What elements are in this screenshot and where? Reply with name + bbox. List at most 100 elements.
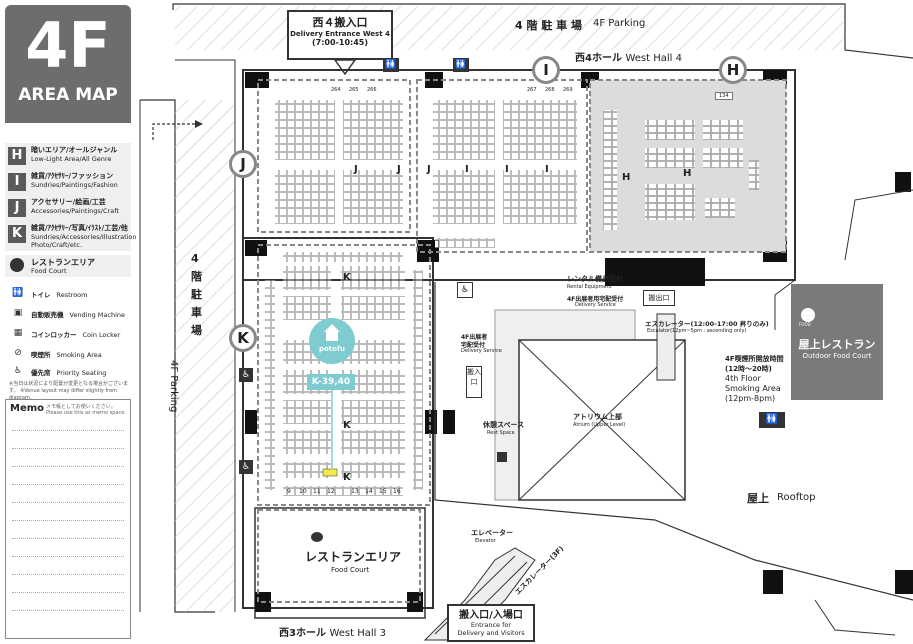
- area-map-title: AREA MAP: [18, 85, 118, 105]
- bottom-booth-11: 11: [313, 488, 321, 495]
- bottom-booth-12: 12: [327, 488, 335, 495]
- vending-icon-map: [497, 452, 507, 462]
- escalator-en: Escalator(12pm~5pm : ascending only): [647, 328, 747, 334]
- rooftop-jp: 屋上: [747, 492, 769, 505]
- entrance-label: 搬入口: [466, 366, 482, 398]
- fac-0-jp: トイレ: [31, 291, 51, 299]
- legend-area-h: H 暗いエリア/オールジャンル Low-Light Area/All Genre: [5, 145, 131, 169]
- rental-en: Rental Equipment: [567, 284, 612, 290]
- area-legend: H 暗いエリア/オールジャンル Low-Light Area/All Genre…: [5, 143, 137, 253]
- map-graphics: [139, 3, 913, 641]
- floor-number: 4F: [25, 9, 111, 82]
- parking-left-jp: 4 階 駐 車 場: [191, 252, 202, 337]
- locker-icon: ▦: [13, 328, 23, 338]
- fac-1-jp: 自動販売機: [31, 311, 64, 319]
- i-booth-block-2: [503, 100, 577, 160]
- wheelchair-icon-2: ♿: [239, 460, 253, 474]
- hall-w3-label: 西3ホール West Hall 3: [279, 628, 386, 639]
- zone-badge-h: H: [719, 56, 747, 84]
- k-label-1: K: [343, 272, 351, 283]
- fac-3-en: Smoking Area: [56, 351, 102, 359]
- fac-0-en: Restroom: [56, 291, 88, 299]
- smoking-en1: 4th Floor: [725, 374, 761, 383]
- outdoor-food-badge: FOOD: [799, 322, 811, 327]
- smoking-en3: (12pm-8pm): [725, 394, 776, 403]
- area-k-en: Sundries/Accessories/Illustration: [31, 233, 137, 241]
- escalator-jp: エスカレーター(12:00-17:00 昇りのみ): [645, 320, 769, 328]
- restroom-icon: 🚻: [759, 412, 785, 428]
- area-i-jp: 雑貨/ｱｸｾｻﾘｰ/ファッション: [31, 172, 114, 180]
- fac-3-jp: 喫煙所: [31, 351, 51, 359]
- area-k-jp: 雑貨/ｱｸｾｻﾘｰ/写真/ｲﾗｽﾄ/工芸/他: [31, 224, 128, 232]
- top-booth-268: 268: [545, 87, 555, 93]
- k-label-2: K: [343, 420, 351, 431]
- fac-1-en: Vending Machine: [69, 311, 126, 319]
- main-entrance: 搬入口/入場口 Entrance for Delivery and Visito…: [447, 604, 535, 642]
- outdoor-food-icon: [801, 308, 815, 322]
- atrium-jp: アトリウム上部: [573, 413, 622, 421]
- potofu-pin[interactable]: potofu: [309, 318, 355, 364]
- j-label-1: J: [354, 164, 358, 175]
- i-booth-block-3: [433, 170, 495, 224]
- parking-top-en: 4F Parking: [593, 18, 646, 29]
- delivery-entrance-west4: 西４搬入口 Delivery Entrance West 4 (7:00-10:…: [287, 10, 393, 60]
- i-booth-row-bottom: [435, 238, 495, 248]
- food-court-icon: [311, 532, 323, 542]
- bottom-booth-15: 15: [379, 488, 387, 495]
- top-booth-266: 266: [367, 87, 377, 93]
- legend-area-k: K 雑貨/ｱｸｾｻﾘｰ/写真/ｲﾗｽﾄ/工芸/他 Sundries/Access…: [5, 223, 137, 253]
- parking-top-area: [175, 6, 843, 50]
- outdoor-food-court: FOOD 屋上レストラン Outdoor Food Court: [791, 284, 883, 400]
- delivery-left-jp2: 宅配受付: [461, 342, 486, 349]
- area-h-jp: 暗いエリア/オールジャンル: [31, 146, 118, 154]
- floor-map: 4 階 駐 車 場 4F Parking 4 階 駐 車 場 4F Parkin…: [135, 0, 913, 644]
- memo-note: メモ帳としてお使いください。 Please use this as memo s…: [46, 404, 126, 416]
- area-i-en: Sundries/Paintings/Fashion: [31, 181, 118, 189]
- bottom-booth-13: 13: [351, 488, 359, 495]
- elevator-en: Elevator: [475, 538, 496, 544]
- bottom-booth-16: 16: [393, 488, 401, 495]
- i-booth-block-1: [433, 100, 495, 160]
- h-label-1: H: [622, 172, 631, 183]
- parking-left-en: 4F Parking: [168, 360, 179, 413]
- pin-booth-label: K-39,40: [307, 374, 355, 390]
- smoking-en2: Smoking Area: [725, 384, 781, 393]
- top-booth-269: 269: [563, 87, 573, 93]
- hall-w4-label: 西4ホール West Hall 4: [575, 53, 682, 64]
- top-booth-267: 267: [527, 87, 537, 93]
- zone-badge-i: I: [532, 56, 560, 84]
- h-top-booth: 134: [715, 92, 733, 100]
- toilet-icon: 🚻: [12, 288, 24, 298]
- j-label-3: J: [427, 164, 431, 175]
- area-k-en2: Photo/Craft/etc.: [31, 241, 83, 249]
- smoking-jp2: (12時〜20時): [725, 365, 772, 373]
- k-label-3: K: [343, 472, 351, 483]
- priority-seat-icon: ♿: [13, 366, 23, 376]
- area-j-en: Accessories/Paintings/Craft: [31, 207, 119, 215]
- i-booth-block-4: [503, 170, 577, 224]
- top-booth-265: 265: [349, 87, 359, 93]
- memo-box[interactable]: Memo メモ帳としてお使いください。 Please use this as m…: [5, 399, 131, 639]
- restroom-icon-top-1: 🚻: [383, 58, 399, 72]
- area-key-k: K: [8, 225, 26, 243]
- j-label-2: J: [397, 164, 401, 175]
- j-booth-block-3: [275, 170, 335, 224]
- delivery-top-jp: 4F出展者用宅配受付: [567, 296, 624, 303]
- legend-note: ※当日は状況により配置が変更となる場合がございます。 ※Venue layout…: [9, 381, 128, 401]
- food-court-jp: レストランエリア: [305, 550, 402, 564]
- fac-2-en: Coin Locker: [82, 331, 121, 339]
- memo-title: Memo: [10, 403, 45, 414]
- bottom-booth-9: 9: [287, 488, 291, 495]
- smoking-icon: ⊘: [14, 348, 22, 358]
- food-icon: [10, 258, 24, 272]
- j-booth-block-4: [343, 170, 403, 224]
- top-booth-264: 264: [331, 87, 341, 93]
- food-court-en: Food Court: [331, 566, 370, 574]
- wheelchair-icon-1: ♿: [239, 368, 253, 382]
- bottom-booth-14: 14: [365, 488, 373, 495]
- i-label-3: I: [545, 164, 549, 175]
- highlight-booth-k39-40: [322, 468, 338, 477]
- smoking-jp1: 4F喫煙所開放時間: [725, 355, 784, 363]
- legend-food: レストランエリア Food Court: [5, 255, 131, 277]
